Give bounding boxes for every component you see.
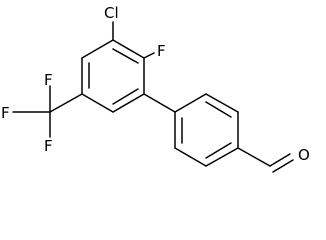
fluorine-cf3-top-label: F bbox=[44, 71, 53, 89]
bond-ring2-c4-c5 bbox=[205, 147, 239, 167]
bond-aldehyde-co-2 bbox=[272, 159, 294, 173]
bond-ring2-c5-c6 bbox=[174, 147, 207, 167]
bond-ring1-c6-c1 bbox=[81, 39, 114, 59]
bond-ring2-inner-double-top bbox=[205, 101, 232, 118]
bond-ring1-c4-c5 bbox=[81, 93, 114, 113]
bond-biaryl bbox=[143, 93, 176, 113]
bond-ring1-inner-double-bottom bbox=[112, 88, 139, 105]
bond-cf3-carbon bbox=[49, 93, 83, 113]
bond-aldehyde-c bbox=[237, 147, 271, 167]
bond-aldehyde-co-1 bbox=[269, 153, 291, 167]
bond-ring1-c1-c2 bbox=[112, 39, 145, 59]
bond-ring-fluorine bbox=[143, 52, 155, 59]
bond-ring1-c3-c4 bbox=[112, 93, 145, 113]
bond-ring1-inner-double-top bbox=[112, 48, 139, 64]
fluorine-ring-label: F bbox=[157, 42, 166, 60]
chlorine-label: Cl bbox=[104, 4, 119, 22]
oxygen-label: O bbox=[298, 146, 310, 164]
chemical-structure: Cl F F F F O bbox=[1, 4, 310, 173]
fluorine-cf3-bottom-label: F bbox=[44, 137, 53, 155]
bond-ring2-c1-c2 bbox=[174, 93, 207, 113]
bond-ring2-inner-double-right bbox=[205, 142, 232, 159]
fluorine-cf3-left-label: F bbox=[1, 104, 10, 122]
bond-ring2-c2-c3 bbox=[205, 93, 239, 113]
structure-canvas: Cl F F F F O bbox=[1, 4, 310, 173]
